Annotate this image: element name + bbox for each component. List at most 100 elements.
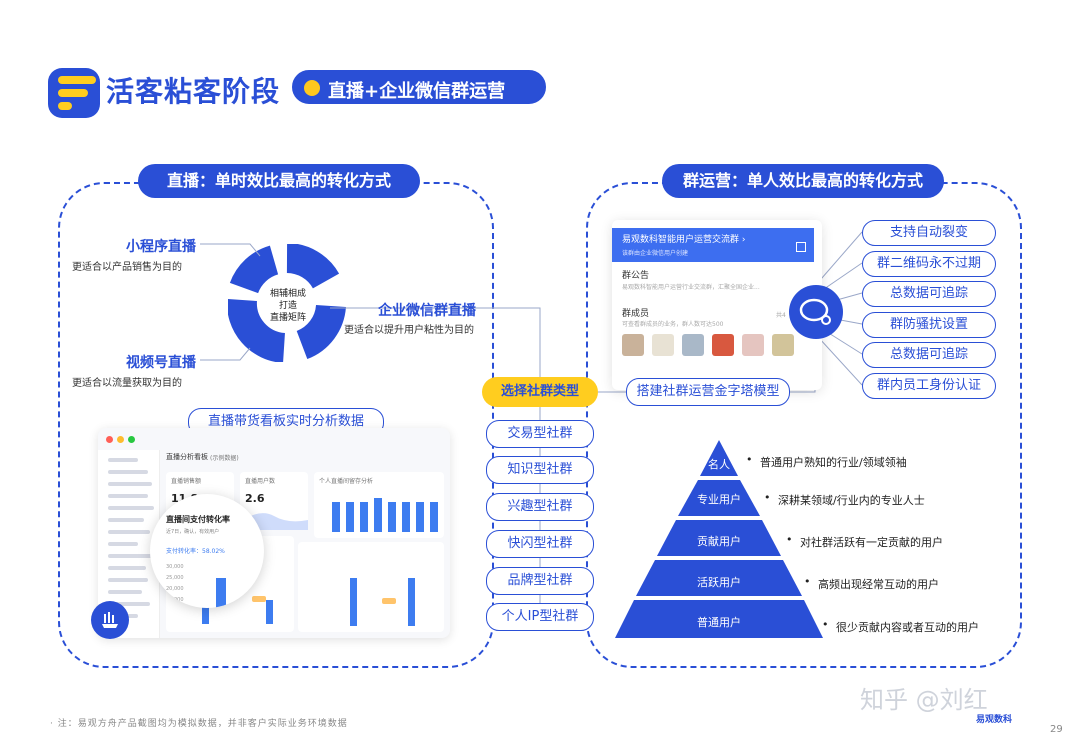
pyramid-level-label: 贡献用户 (697, 535, 741, 548)
footnote: · 注：易观方舟产品截图均为模拟数据，并非客户实际业务环境数据 (50, 719, 348, 729)
group-notice-text: 易观数科智能用户运营行业交流群，汇聚全国企业... (622, 284, 760, 291)
window-close-dot (106, 436, 113, 443)
group-header: 易观数科智能用户运营交流群 › 该群由企业微信用户创建 (612, 228, 814, 262)
retention-bar (402, 502, 410, 532)
member-avatar (742, 334, 764, 356)
group-notice-label: 群公告 (622, 271, 650, 281)
window-min-dot (117, 436, 124, 443)
bullet-dot-icon: • (804, 575, 811, 588)
group-title: 易观数科智能用户运营交流群 › (622, 235, 746, 245)
community-type-pill: 品牌型社群 (486, 567, 594, 595)
feature-pill: 总数据可追踪 (862, 281, 996, 307)
group-members-count: 共4 (776, 312, 786, 319)
conversion-highlight (252, 596, 266, 602)
mini-program-live-desc: 更适合以产品销售为目的 (72, 262, 182, 273)
retention-bar (416, 502, 424, 532)
wecom-group-live-label: 企业微信群直播 (378, 303, 476, 319)
community-type-pill: 知识型社群 (486, 456, 594, 484)
community-pyramid (615, 440, 823, 638)
magnifier-rate: 支付转化率：58.02% (166, 548, 225, 555)
community-type-pill: 快闪型社群 (486, 530, 594, 558)
retention-bar (346, 502, 354, 532)
pyramid-level-label: 普通用户 (697, 616, 741, 629)
window-max-dot (128, 436, 135, 443)
magnifier-title: 直播间支付转化率 (166, 515, 230, 524)
member-avatar (622, 334, 644, 356)
group-members-label: 群成员 (622, 309, 650, 319)
pyramid-level-label: 专业用户 (697, 493, 741, 506)
magnifier-subtitle: 近7日，确认，有效用户 (166, 529, 220, 535)
select-community-type: 选择社群类型 (482, 377, 598, 407)
page-subtitle-pill: 直播+企业微信群运营 (292, 70, 546, 104)
conversion-bar (266, 600, 273, 624)
brand-logo-icon (48, 68, 100, 118)
left-section-heading: 直播：单时效比最高的转化方式 (138, 164, 420, 198)
retention-card: 个人直播间留存分析 (314, 472, 444, 538)
dashboard-tag: (示例数据) (210, 455, 239, 462)
donut-center-line: 直播矩阵 (269, 313, 306, 323)
users-card-label: 直播用户数 (245, 478, 276, 485)
trend-bar (350, 578, 357, 626)
video-channel-live-desc: 更适合以流量获取为目的 (72, 378, 182, 389)
donut-center-line: 相辅相成 (269, 289, 306, 299)
member-avatar (772, 334, 794, 356)
wecom-chat-icon (789, 285, 843, 339)
live-stream-icon (91, 601, 129, 639)
bullet-dot-icon (304, 80, 320, 96)
magnifier-bar (216, 578, 226, 608)
page-title: 活客粘客阶段 (106, 75, 281, 108)
retention-bar (360, 502, 368, 532)
retention-bar (430, 502, 438, 532)
feature-pill: 总数据可追踪 (862, 342, 996, 368)
pyramid-level-desc: 对社群活跃有一定贡献的用户 (800, 536, 943, 549)
video-channel-live-label: 视频号直播 (126, 355, 196, 371)
pyramid-level-desc: 很少贡献内容或者互动的用户 (836, 621, 979, 634)
group-subtitle: 该群由企业微信用户创建 (622, 250, 689, 257)
right-section-heading: 群运营：单人效比最高的转化方式 (662, 164, 944, 198)
pyramid-level-desc: 高频出现经常互动的用户 (818, 578, 939, 591)
trend-card (298, 542, 444, 632)
feature-pill: 群防骚扰设置 (862, 312, 996, 338)
mini-program-live-label: 小程序直播 (126, 239, 196, 255)
retention-bar (332, 502, 340, 532)
feature-pill: 群二维码永不过期 (862, 251, 996, 277)
pyramid-level-label: 名人 (708, 458, 730, 471)
pyramid-level-desc: 深耕某领域/行业内的专业人士 (778, 494, 925, 507)
bullet-dot-icon: • (746, 453, 753, 466)
bullet-dot-icon: • (822, 618, 829, 631)
wecom-group-screenshot: 易观数科智能用户运营交流群 › 该群由企业微信用户创建 群公告 易观数科智能用户… (612, 220, 822, 390)
y-tick: 20,000 (166, 586, 184, 592)
feature-pill: 群内员工身份认证 (862, 373, 996, 399)
trend-highlight (382, 598, 396, 604)
sales-card-label: 直播销售额 (171, 478, 202, 485)
conversion-magnifier: 直播间支付转化率 近7日，确认，有效用户 支付转化率：58.02% 30,000… (150, 494, 264, 608)
member-avatar (682, 334, 704, 356)
retention-bar (388, 502, 396, 532)
brand-name: 易观数科 (976, 715, 1013, 725)
pyramid-level-label: 活跃用户 (697, 576, 741, 589)
group-members-sub: 可查看群成员的业务，群人数可达500 (622, 321, 724, 328)
pyramid-model-pill: 搭建社群运营金字塔模型 (626, 378, 790, 406)
live-dashboard-screenshot: 直播分析看板 (示例数据) 直播销售额 11.8 直播用户数 2.6 个人直播间… (98, 428, 450, 638)
donut-center-text: 相辅相成 打造 直播矩阵 (260, 288, 316, 324)
page-subtitle: 直播+企业微信群运营 (328, 81, 506, 102)
qr-code-icon (796, 242, 806, 252)
community-type-pill: 个人IP型社群 (486, 603, 594, 631)
users-card-value: 2.6 (245, 492, 265, 505)
y-tick: 15,000 (166, 597, 184, 603)
pyramid-level-desc: 普通用户熟知的行业/领域领袖 (760, 456, 907, 469)
feature-pill: 支持自动裂变 (862, 220, 996, 246)
community-type-pill: 交易型社群 (486, 420, 594, 448)
dashboard-title: 直播分析看板 (166, 453, 208, 461)
bullet-dot-icon: • (764, 491, 771, 504)
retention-card-label: 个人直播间留存分析 (319, 478, 374, 485)
member-avatar (712, 334, 734, 356)
bullet-dot-icon: • (786, 533, 793, 546)
member-avatar (652, 334, 674, 356)
community-type-pill: 兴趣型社群 (486, 493, 594, 521)
donut-center-line: 打造 (278, 301, 297, 311)
retention-bar (374, 498, 382, 532)
trend-bar (408, 578, 415, 626)
page-number: 29 (1050, 724, 1063, 735)
wecom-group-live-desc: 更适合以提升用户粘性为目的 (344, 325, 474, 336)
